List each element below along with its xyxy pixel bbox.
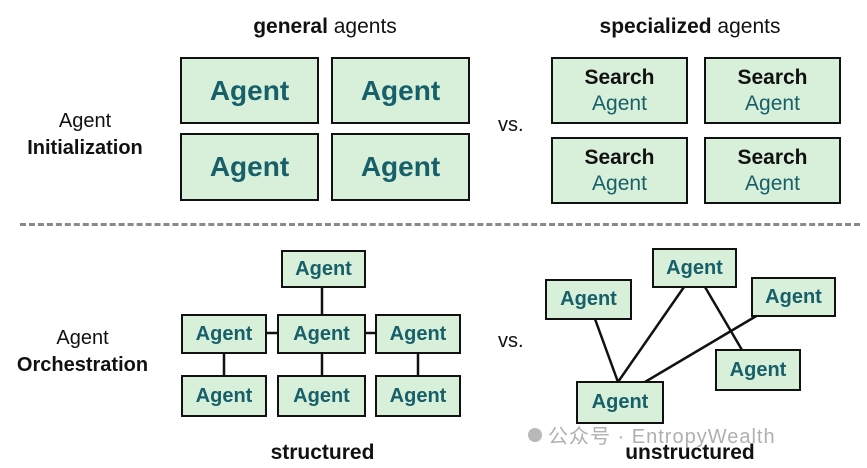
section-divider: [20, 223, 860, 226]
general-bold: general: [253, 15, 328, 38]
unstructured-node-label: Agent: [666, 256, 723, 279]
specialized-agent-box: Search Agent: [551, 57, 688, 124]
general-agent-box: Agent: [331, 57, 470, 124]
connector-line: [616, 286, 686, 383]
structured-agent-node: Agent: [277, 314, 366, 354]
connector-line: [703, 286, 744, 351]
specialized-agent-top: Search: [737, 65, 808, 89]
structured-agent-node: Agent: [181, 375, 267, 417]
watermark: 公众号 · EntropyWealth: [528, 420, 776, 449]
structured-agent-node: Agent: [277, 375, 366, 417]
structured-agent-node: Agent: [375, 314, 461, 354]
unstructured-node-label: Agent: [729, 358, 787, 381]
structured-node-label: Agent: [195, 384, 253, 407]
structured-node-label: Agent: [293, 384, 350, 407]
unstructured-agent-node: Agent: [576, 381, 664, 424]
unstructured-node-label: Agent: [765, 285, 822, 308]
general-agent-box: Agent: [180, 133, 319, 201]
unstructured-agent-node: Agent: [715, 349, 801, 391]
specialized-bold: specialized: [599, 15, 712, 38]
general-agent-label: Agent: [360, 74, 441, 106]
structured-node-label: Agent: [389, 384, 447, 407]
agent-initialization-label: Agent Initialization: [10, 108, 160, 162]
unstructured-agent-node: Agent: [545, 279, 632, 320]
general-agent-box: Agent: [180, 57, 319, 124]
specialized-agent-box: Search Agent: [704, 137, 841, 204]
specialized-agent-bottom: Agent: [592, 171, 647, 195]
structured-node-label: Agent: [389, 322, 447, 345]
connector-line: [644, 313, 759, 384]
structured-agent-node: Agent: [375, 375, 461, 417]
orch-line1: Agent: [56, 327, 109, 349]
specialized-agents-header: specialized agents: [580, 15, 800, 39]
vs-label-top: vs.: [498, 114, 524, 136]
specialized-agent-bottom: Agent: [592, 91, 647, 115]
unstructured-node-label: Agent: [591, 391, 649, 413]
unstructured-node-label: Agent: [560, 288, 617, 310]
general-agent-label: Agent: [360, 151, 441, 182]
structured-agent-node: Agent: [181, 314, 267, 354]
unstructured-agent-node: Agent: [652, 248, 737, 288]
wechat-icon: [528, 427, 542, 442]
structured-node-label: Agent: [295, 257, 352, 280]
specialized-agent-box: Search Agent: [551, 137, 688, 204]
specialized-agent-bottom: Agent: [745, 91, 800, 115]
unstructured-agent-node: Agent: [751, 277, 836, 317]
structured-node-label: Agent: [195, 322, 253, 345]
vs-label-bottom: vs.: [498, 330, 524, 352]
init-line2: Initialization: [27, 137, 143, 159]
specialized-agent-box: Search Agent: [704, 57, 841, 124]
orch-line2: Orchestration: [16, 354, 149, 376]
structured-label: structured: [270, 441, 375, 464]
agent-orchestration-label: Agent Orchestration: [5, 325, 160, 379]
specialized-agent-top: Search: [737, 145, 808, 169]
specialized-agent-bottom: Agent: [745, 171, 800, 195]
watermark-text: 公众号 · EntropyWealth: [548, 426, 776, 448]
init-line1: Agent: [58, 110, 112, 132]
unstructured-label: unstructured: [625, 441, 755, 464]
specialized-rest: agents: [711, 15, 781, 38]
general-agent-label: Agent: [209, 151, 290, 182]
specialized-agent-top: Search: [584, 145, 655, 169]
general-agent-box: Agent: [331, 133, 470, 201]
connector-line: [593, 318, 620, 383]
general-agent-label: Agent: [209, 74, 290, 106]
specialized-agent-top: Search: [584, 65, 655, 89]
structured-agent-node: Agent: [281, 250, 366, 288]
structured-node-label: Agent: [293, 322, 350, 345]
general-rest: agents: [327, 15, 397, 38]
general-agents-header: general agents: [230, 15, 420, 39]
